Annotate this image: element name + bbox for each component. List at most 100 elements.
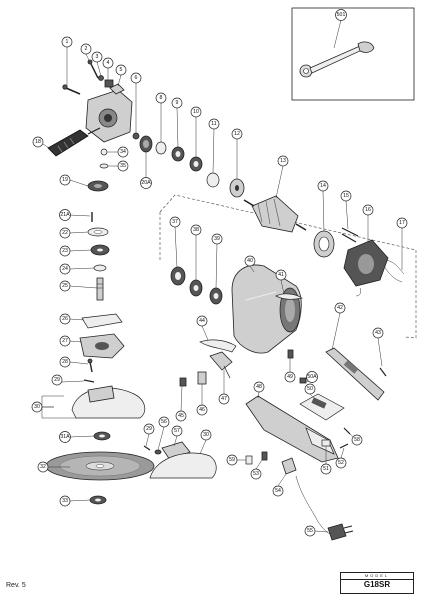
callout-39: 39 [211,233,223,245]
callout-52: 52 [335,457,347,469]
part-wheel-guard-30b [149,452,217,479]
callout-34: 34 [117,146,129,158]
callout-56: 56 [158,416,170,428]
svg-text:38: 38 [193,227,199,233]
svg-text:27: 27 [62,338,68,344]
callout-31a: 31A [59,431,71,443]
callout-5: 5 [115,64,127,76]
svg-text:17: 17 [399,220,405,226]
callout-30b: 30 [200,429,212,441]
svg-text:54: 54 [275,488,281,494]
callout-35: 35 [117,160,129,172]
svg-text:35: 35 [120,163,126,169]
callout-15: 15 [340,190,352,202]
svg-text:21A: 21A [60,212,70,218]
model-box: MODEL G18SR [340,572,414,594]
part-49 [287,349,294,359]
model-value: G18SR [363,580,391,589]
callout-18: 18 [32,136,44,148]
svg-text:11: 11 [211,121,216,127]
callout-1: 1 [61,36,73,48]
callout-14: 14 [317,180,329,192]
svg-text:8: 8 [160,95,163,101]
part-handle-cover-48 [245,395,339,463]
part-58 [343,427,351,435]
svg-text:49: 49 [287,374,293,380]
svg-text:41: 41 [278,272,284,278]
motor-group-outline [159,194,417,339]
callout-21a: 21A [59,209,71,221]
callout-42: 42 [334,302,346,314]
svg-text:32: 32 [40,464,46,470]
part-armature-13 [243,195,307,233]
callout-2: 2 [80,43,92,55]
callout-25: 25 [59,280,71,292]
svg-text:4: 4 [107,60,110,66]
svg-text:45: 45 [178,413,184,419]
part-52 [339,443,349,449]
callout-30a: 30 [31,401,43,413]
part-leads-17 [355,259,405,297]
svg-text:34: 34 [120,149,126,155]
part-spindle-25 [96,277,104,301]
callout-20a: 20A [140,177,152,189]
callout-22: 22 [59,227,71,239]
svg-text:29: 29 [146,426,152,432]
svg-text:15: 15 [343,193,349,199]
part-bearing-38 [189,279,203,297]
svg-text:43: 43 [375,330,381,336]
callout-16: 16 [362,204,374,216]
svg-text:6: 6 [135,75,138,81]
part-screw-43 [379,367,387,377]
svg-text:30: 30 [203,432,209,438]
callout-48: 48 [253,381,265,393]
revision-label: Rev. 5 [6,582,26,589]
svg-text:20A: 20A [141,180,151,186]
svg-text:40: 40 [247,258,253,264]
part-side-handle-18 [47,127,101,157]
part-4 [104,79,114,88]
svg-text:58: 58 [354,437,360,443]
part-8 [155,141,167,155]
leader-lines [41,19,403,533]
svg-text:12: 12 [234,131,240,137]
part-6 [132,132,140,140]
part-bearing-37 [170,266,186,286]
callout-13: 13 [277,155,289,167]
callout-33: 33 [59,495,71,507]
svg-text:33: 33 [62,498,68,504]
svg-text:44: 44 [199,318,205,324]
part-brush-holder-47 [209,351,233,379]
part-flange-31a [93,431,111,441]
callout-41: 41 [275,269,287,281]
svg-text:10: 10 [193,109,199,115]
model-label: MODEL [341,573,413,580]
svg-text:39: 39 [214,236,220,242]
part-bearing-9 [171,146,185,162]
callout-11: 11 [208,118,220,130]
part-screw-29a [83,379,95,383]
svg-text:22: 22 [62,230,68,236]
svg-text:56: 56 [161,419,167,425]
callout-26: 26 [59,313,71,325]
svg-text:5: 5 [120,67,123,73]
part-baffle-14 [313,230,335,258]
part-59 [245,455,253,465]
svg-text:57: 57 [174,428,180,434]
callout-37: 37 [169,216,181,228]
callout-27: 27 [59,335,71,347]
svg-text:30: 30 [34,404,40,410]
svg-text:51: 51 [323,466,329,472]
callout-45: 45 [175,410,187,422]
wrench-box [291,7,415,101]
callout-40: 40 [244,255,256,267]
svg-text:37: 37 [172,219,178,225]
part-screw-2 [87,59,99,79]
svg-text:31A: 31A [60,434,70,440]
callout-46: 46 [196,404,208,416]
part-5 [109,83,125,95]
part-35 [99,163,109,169]
callout-17: 17 [396,217,408,229]
svg-text:24: 24 [62,266,68,272]
